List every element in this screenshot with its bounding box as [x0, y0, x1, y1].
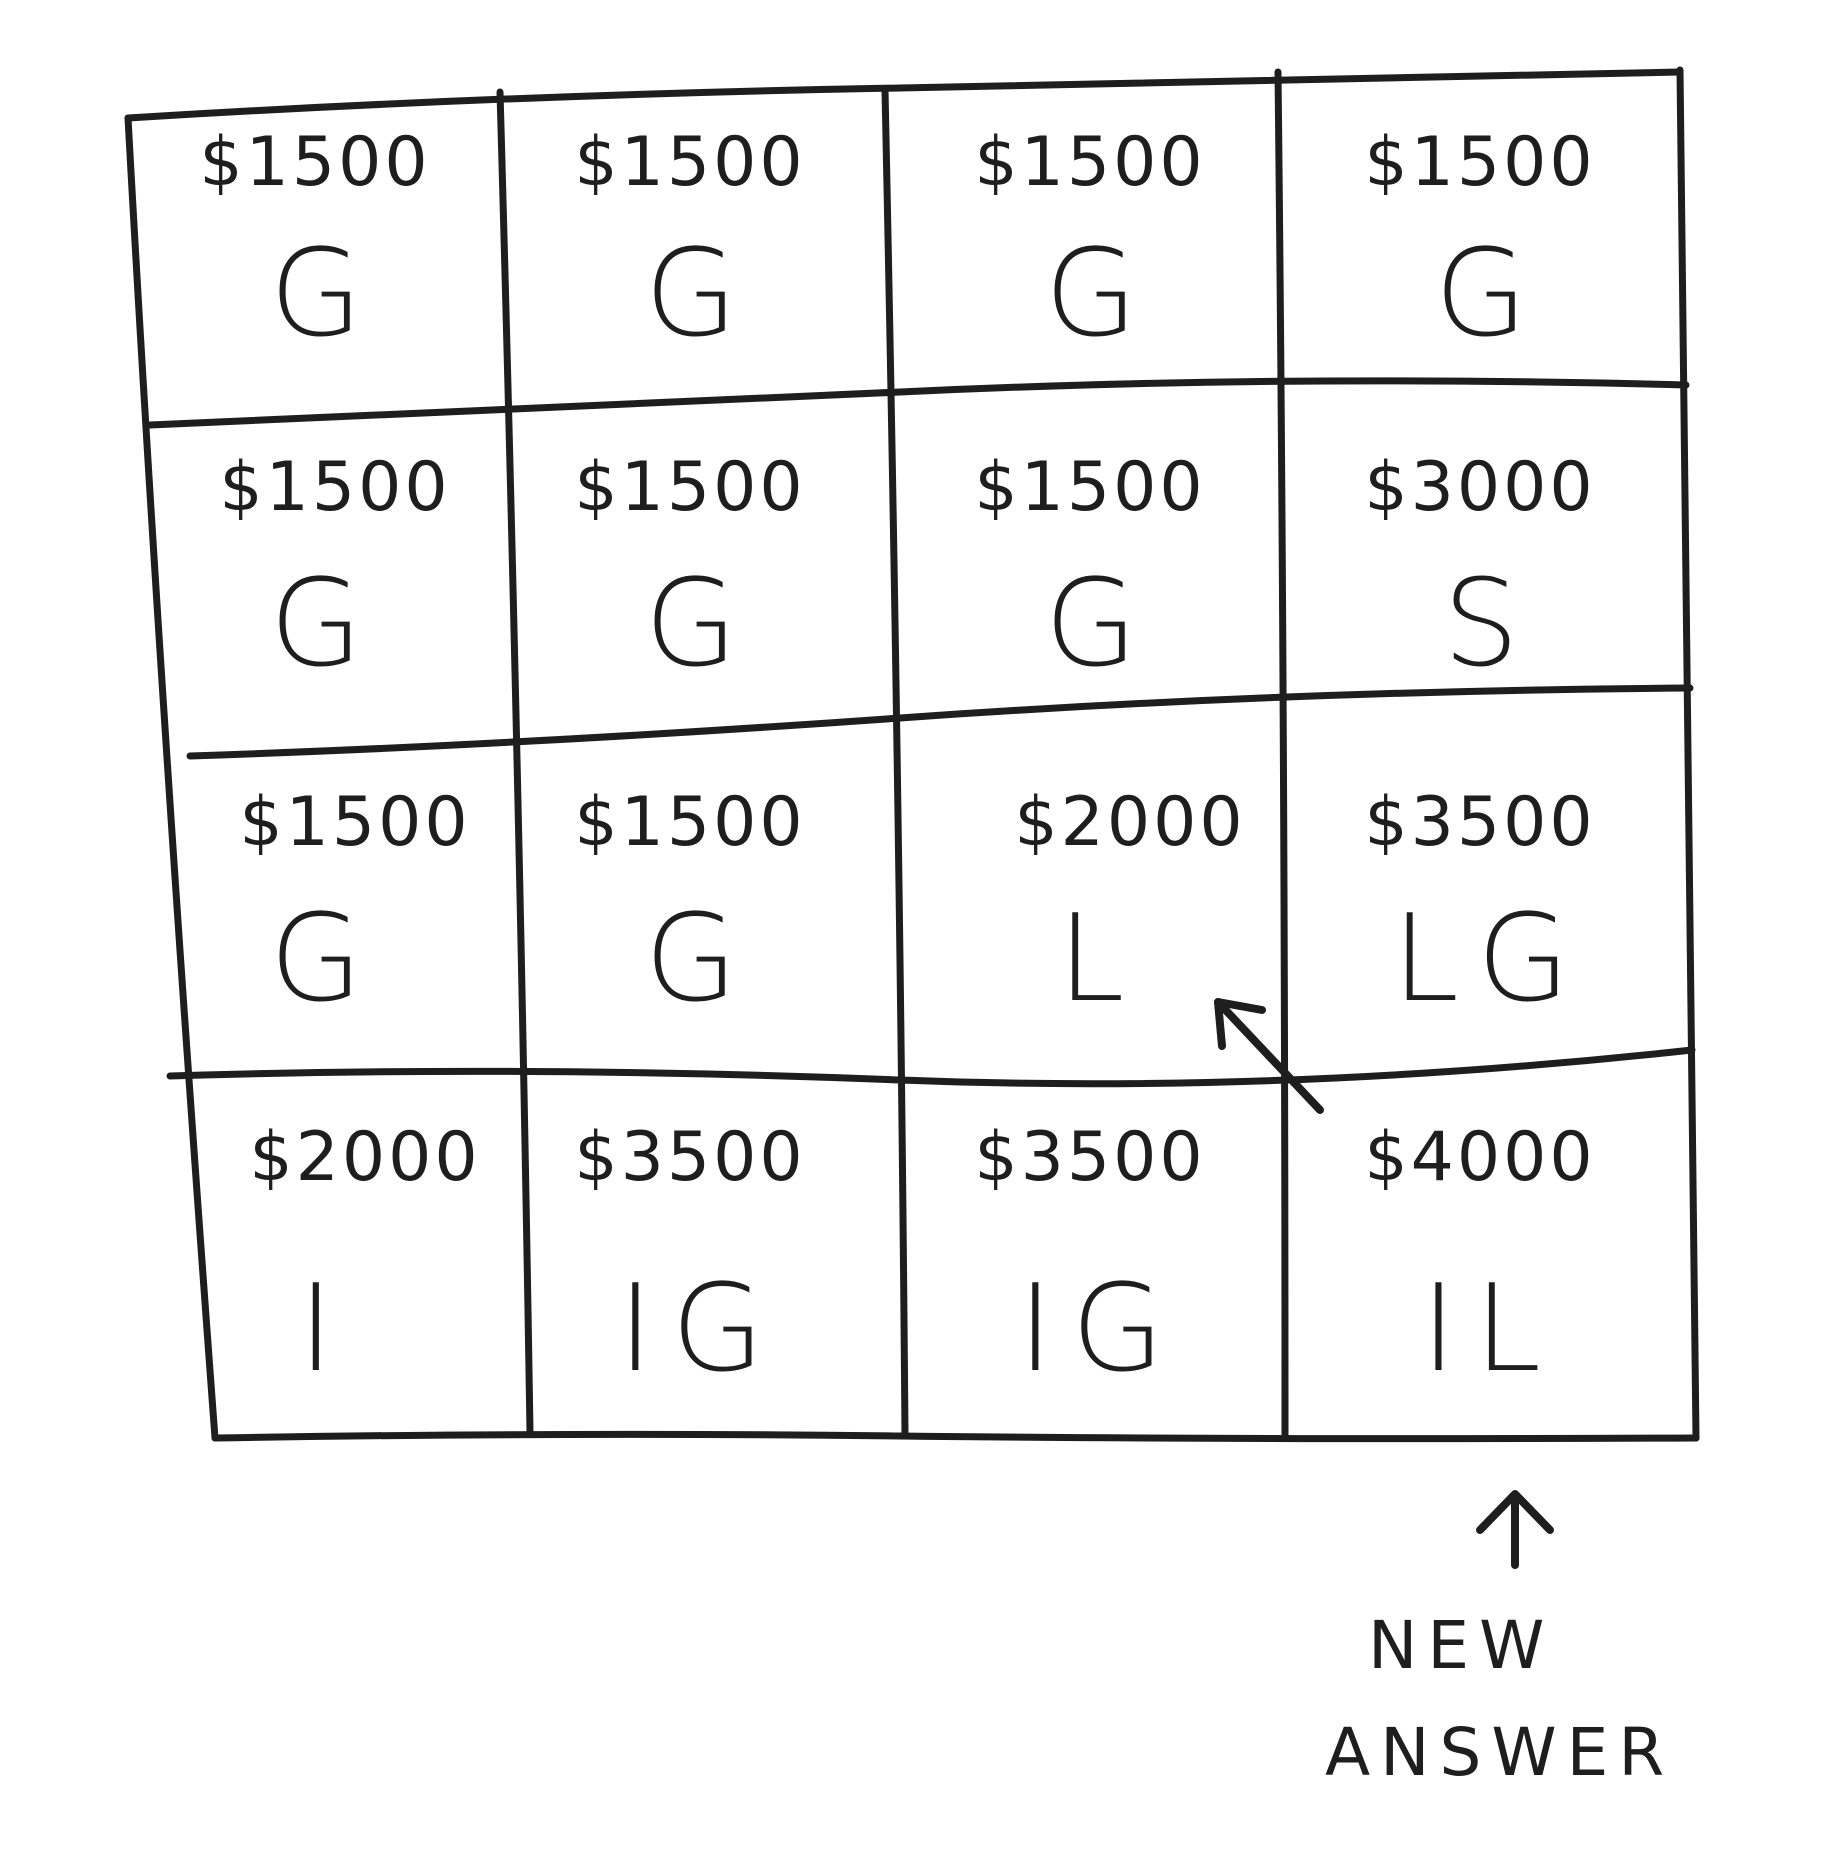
grid-cells: $1500G$1500G$1500G$1500G$1500G$1500G$150… — [199, 123, 1595, 1399]
cell-code-r1-c4: G — [1435, 225, 1546, 364]
cell-code-r3-c3: L — [1058, 890, 1143, 1029]
cell-amount-r4-c4: $4000 — [1364, 1118, 1595, 1197]
cell-amount-r1-c1: $1500 — [199, 123, 430, 202]
cell-amount-r3-c2: $1500 — [574, 783, 805, 862]
grid-line-left — [124, 114, 219, 1442]
grid-lines — [124, 66, 1700, 1443]
cell-code-r1-c3: G — [1045, 225, 1156, 364]
grid-line-row-1 — [146, 377, 1690, 429]
cell-amount-r3-c3: $2000 — [1014, 783, 1245, 862]
cell-amount-r1-c2: $1500 — [574, 123, 805, 202]
cell-amount-r4-c1: $2000 — [249, 1118, 480, 1197]
cell-code-r2-c3: G — [1045, 555, 1156, 694]
new-label: NEW — [1368, 1607, 1554, 1684]
cell-code-r2-c2: G — [645, 555, 756, 694]
cell-code-r3-c2: G — [645, 890, 756, 1029]
cell-code-r4-c3: IG — [1018, 1260, 1182, 1399]
cell-amount-r2-c3: $1500 — [974, 448, 1205, 527]
cell-amount-r1-c3: $1500 — [974, 123, 1205, 202]
grid-line-row-3 — [166, 1046, 1696, 1088]
cell-amount-r2-c4: $3000 — [1364, 448, 1595, 527]
cell-code-r2-c4: S — [1443, 555, 1537, 694]
grid-line-col-1 — [496, 88, 534, 1436]
grid-line-row-2 — [186, 684, 1694, 760]
cell-amount-r3-c1: $1500 — [239, 783, 470, 862]
cell-code-r3-c4: LG — [1392, 890, 1588, 1029]
grid-line-col-2 — [881, 86, 909, 1440]
grid-line-top — [124, 68, 1684, 122]
cell-code-r4-c1: I — [298, 1260, 351, 1399]
cell-amount-r1-c4: $1500 — [1364, 123, 1595, 202]
new-answer-arrow — [1476, 1490, 1554, 1569]
grid-line-right — [1676, 66, 1700, 1442]
cell-code-r4-c2: IG — [618, 1260, 782, 1399]
cell-code-r1-c1: G — [270, 225, 381, 364]
grid-line-col-3 — [1274, 68, 1289, 1440]
cell-amount-r4-c2: $3500 — [574, 1118, 805, 1197]
cell-code-r3-c1: G — [270, 890, 381, 1029]
pointer-arrow — [1214, 998, 1324, 1114]
cell-amount-r4-c3: $3500 — [974, 1118, 1205, 1197]
cell-amount-r3-c4: $3500 — [1364, 783, 1595, 862]
cell-code-r2-c1: G — [270, 555, 381, 694]
answer-label: ANSWER — [1325, 1714, 1674, 1791]
grid-line-bottom — [211, 1430, 1700, 1443]
cell-code-r4-c4: IL — [1421, 1260, 1559, 1399]
cell-code-r1-c2: G — [645, 225, 756, 364]
cell-amount-r2-c2: $1500 — [574, 448, 805, 527]
cell-amount-r2-c1: $1500 — [219, 448, 450, 527]
